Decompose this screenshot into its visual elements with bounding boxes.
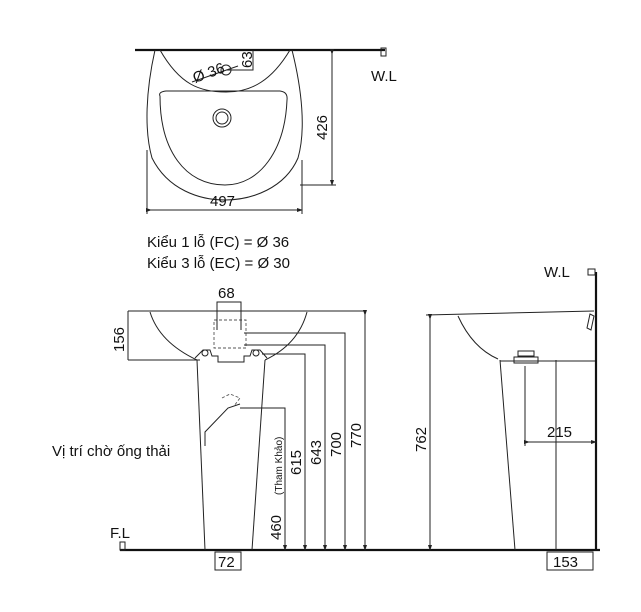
- bolt: [252, 349, 260, 357]
- basin-top: [425, 310, 595, 316]
- dim-643: [244, 344, 327, 551]
- dim-770-label: 770: [348, 423, 365, 448]
- base-depth-label: 153: [553, 554, 578, 571]
- drain-hidden: [221, 393, 241, 407]
- side-view: W.L 762 215 153: [413, 264, 598, 571]
- trap-cap: [517, 350, 535, 357]
- tap-width-label: 68: [218, 285, 235, 302]
- drain-height-dim: [240, 407, 287, 551]
- pedestal-right: [251, 359, 266, 551]
- leader-line: [191, 65, 239, 83]
- base-offset-label: 72: [218, 554, 235, 571]
- reference-note: (Tham Khảo): [274, 437, 285, 495]
- width-label: 497: [210, 193, 235, 210]
- drain-depth-label: 215: [547, 424, 572, 441]
- note-type-1: Kiểu 1 lỗ (FC) = Ø 36: [147, 234, 289, 251]
- base-depth-box: [546, 551, 594, 571]
- side-wall-marker-icon: [587, 268, 596, 276]
- hole-offset-label: 63: [239, 51, 256, 68]
- depth-label: 426: [314, 115, 331, 140]
- base-offset-box: [214, 551, 242, 571]
- offset-dim-line: [226, 50, 254, 71]
- side-wall-label: W.L: [544, 264, 570, 281]
- side-height-label: 762: [413, 427, 430, 452]
- floor-label: F.L: [110, 525, 130, 542]
- basin-outline: [146, 49, 303, 201]
- dim-700-label: 700: [328, 432, 345, 457]
- drain-pipe: [204, 403, 241, 446]
- pedestal-left: [196, 359, 206, 551]
- dim-643-label: 643: [308, 440, 325, 465]
- floor-marker-icon: [119, 541, 126, 551]
- hole-diameter-label: Ø 36: [191, 60, 227, 87]
- inner-bowl: [159, 90, 288, 186]
- side-pedestal: [499, 359, 516, 551]
- wall-label: W.L: [371, 68, 397, 85]
- tap-width-dim: [216, 301, 242, 330]
- wall-bracket: [586, 313, 595, 331]
- tap-hidden-outline: [213, 319, 247, 349]
- drain-hole: [212, 108, 232, 128]
- drain-hole-inner: [215, 111, 229, 125]
- bowl-bottom: [194, 349, 268, 363]
- front-view: F.L 156 68 Vị trí chờ ống thải 460 (Tham…: [52, 285, 600, 571]
- top-view: W.L Ø 36 63 426 497: [135, 47, 397, 214]
- bowl-outline: [149, 311, 308, 361]
- drain-height-label: 460: [268, 515, 285, 540]
- side-bowl: [457, 315, 499, 360]
- dim-615: [262, 353, 307, 551]
- drain-position-label: Vị trí chờ ống thải: [52, 443, 170, 460]
- wall-marker-icon: [380, 47, 387, 57]
- bowl-height-label: 156: [111, 327, 128, 352]
- dim-615-label: 615: [288, 450, 305, 475]
- bolt: [201, 349, 209, 357]
- dim-700: [244, 332, 347, 551]
- note-type-3: Kiểu 3 lỗ (EC) = Ø 30: [147, 255, 290, 272]
- trap: [513, 356, 539, 364]
- deck-outline: [159, 49, 291, 93]
